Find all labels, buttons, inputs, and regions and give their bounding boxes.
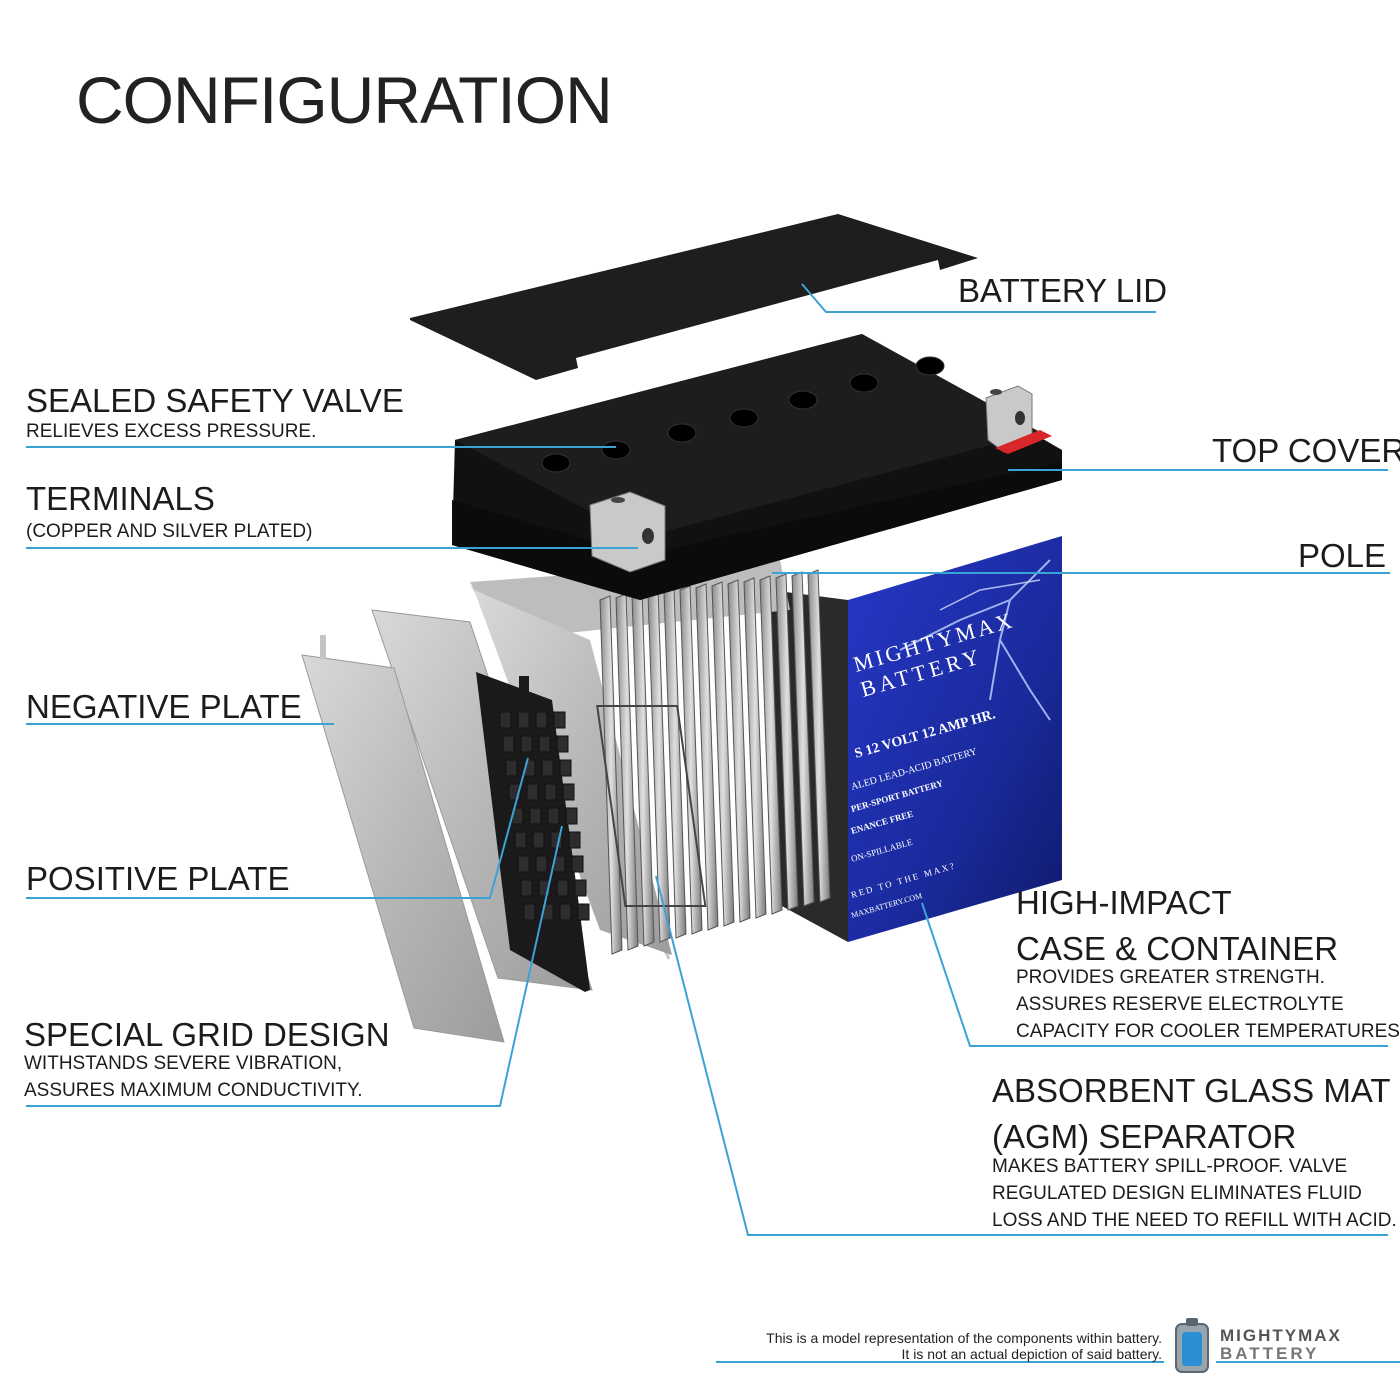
footer-note-1: This is a model representation of the co… [766,1330,1162,1346]
plate-fin [807,569,831,903]
label-battery-lid: BATTERY LID [958,272,1168,309]
label-agm-desc1: MAKES BATTERY SPILL-PROOF. VALVE [992,1156,1348,1177]
grid-cell [520,735,533,753]
label-high-impact-desc3: CAPACITY FOR COOLER TEMPERATURES. [1016,1021,1400,1042]
leader-agm [655,875,1388,1236]
grid-cell [508,783,521,801]
label-special-grid-desc1: WITHSTANDS SEVERE VIBRATION, [24,1053,343,1074]
grid-cell [526,783,539,801]
leader-special-grid [26,825,563,1107]
label-high-impact-title2: CASE & CONTAINER [1016,930,1339,967]
label-high-impact-desc2: ASSURES RESERVE ELECTROLYTE [1016,994,1344,1015]
grid-cell [559,903,572,921]
label-pole: POLE [1298,537,1387,574]
grid-cell [538,879,551,897]
grid-cell [535,711,548,729]
plate-fin [727,579,751,923]
grid-cell [514,831,527,849]
vent-caps [541,356,945,473]
grid-cell [538,735,551,753]
terminal-right [985,385,1052,454]
mightymax-logo-icon [1175,1318,1209,1373]
leader-battery-lid [801,283,1156,313]
grid-cell [523,903,536,921]
plate-fin [695,583,719,931]
lightning-graphic [899,559,1051,721]
grid-cell [529,807,542,825]
label-terminals-desc: (COPPER AND SILVER PLATED) [26,521,313,542]
leader-lines [26,283,1390,1363]
grid-cell [562,783,575,801]
grid-cell [499,711,512,729]
label-positive-plate: POSITIVE PLATE [26,860,290,897]
grid-cell [556,735,569,753]
label-agm-desc2: REGULATED DESIGN ELIMINATES FLUID [992,1183,1362,1204]
plate-fin [599,595,623,955]
grid-cell [577,903,590,921]
grid-cell [568,831,581,849]
grid-cell [559,759,572,777]
label-agm-title2: (AGM) SEPARATOR [992,1118,1297,1155]
terminal-left [589,491,666,573]
footer-note-2: It is not an actual depiction of said ba… [901,1346,1162,1362]
label-high-impact-title1: HIGH-IMPACT [1016,884,1232,921]
grid-cell [544,783,557,801]
grid-cell [517,855,530,873]
footer-brand-line2: BATTERY [1220,1344,1320,1363]
label-top-cover: TOP COVER [1212,432,1400,469]
label-terminals: TERMINALS [26,480,215,517]
label-special-grid-desc2: ASSURES MAXIMUM CONDUCTIVITY. [24,1080,363,1101]
grid-cell [541,759,554,777]
footer-brand-line1: MIGHTYMAX [1220,1326,1342,1345]
grid-cell [547,807,560,825]
grid-cell [502,735,515,753]
grid-cell [517,711,530,729]
battery-lid [410,214,978,380]
label-negative-plate: NEGATIVE PLATE [26,688,302,725]
plate-fin [615,593,639,951]
plate-fin [759,575,783,915]
grid-cell [505,759,518,777]
grid-cell [523,759,536,777]
label-high-impact-desc1: PROVIDES GREATER STRENGTH. [1016,967,1325,988]
grid-cell [532,831,545,849]
label-special-grid: SPECIAL GRID DESIGN [24,1016,390,1053]
label-sealed-safety-valve: SEALED SAFETY VALVE [26,382,404,419]
label-sealed-safety-valve-desc: RELIEVES EXCESS PRESSURE. [26,421,317,442]
case-side [848,536,1062,942]
grid-cell [553,711,566,729]
label-agm-title1: ABSORBENT GLASS MAT [992,1072,1391,1109]
leader-high-impact [921,902,1388,1047]
negative-plate [301,654,505,1043]
grid-cell [571,855,584,873]
plate-fin [711,581,735,927]
grid-pattern [499,705,707,921]
grid-cell [556,879,569,897]
plate-fin [743,577,767,919]
grid-cell [520,879,533,897]
page-title: CONFIGURATION [76,63,613,137]
leader-positive-plate [26,757,529,899]
plate-fin [775,573,799,911]
grid-cell [565,807,578,825]
grid-cell [574,879,587,897]
label-agm-desc3: LOSS AND THE NEED TO REFILL WITH ACID. [992,1210,1397,1231]
grid-cell [535,855,548,873]
